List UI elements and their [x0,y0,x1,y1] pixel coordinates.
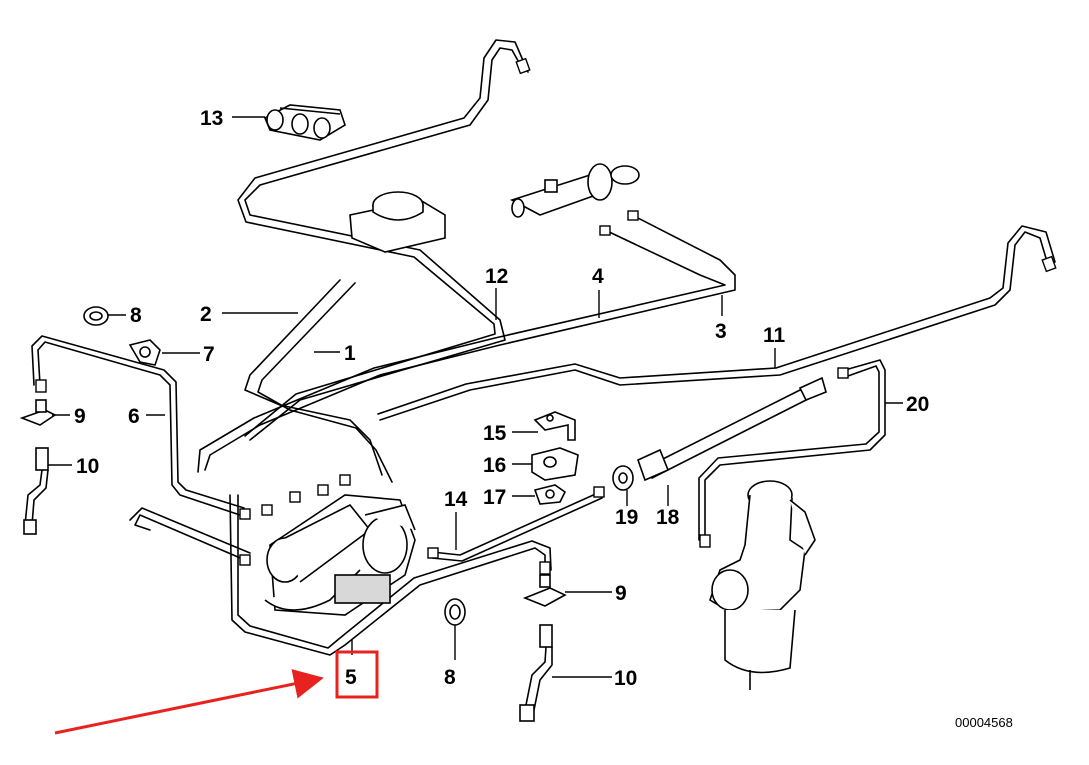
callout-16: 16 [483,454,506,477]
callout-3: 3 [715,320,727,343]
callout-11: 11 [763,324,786,347]
brake-line-11 [379,231,1049,421]
part-7-clip [128,339,161,366]
highlight-arrow [54,669,324,735]
highlight-box [335,650,379,699]
part-17-clip [533,484,567,505]
callout-8-top: 8 [130,304,142,327]
brake-line-14 [431,491,601,556]
callout-14: 14 [444,488,468,511]
callout-19: 19 [615,506,638,529]
callout-4: 4 [592,265,604,288]
brake-line-20 [704,359,886,541]
part-19-grommet [612,465,634,491]
part-10-hose-left [23,447,49,535]
callout-12: 12 [485,265,508,288]
part-9-bracket-left [19,399,57,426]
callouts: 13 2 1 8 7 6 9 10 12 4 3 11 20 15 16 17 … [74,107,929,690]
callout-18: 18 [656,506,680,529]
master-cylinder [509,163,640,218]
callout-17: 17 [483,486,506,509]
brake-fluid-reservoir [349,191,446,253]
right-pump-assembly [709,480,816,690]
part-15-bracket [533,411,576,441]
callout-5: 5 [345,666,357,689]
abs-pump-unit [264,494,416,616]
part-9-bracket-right [522,574,567,607]
callout-15: 15 [483,422,507,445]
part-18-sleeve [637,376,827,482]
brake-line-4 [204,214,736,471]
callout-10-right: 10 [614,667,637,690]
callout-6: 6 [128,405,140,428]
part-10-hose-right [519,624,553,722]
callout-20: 20 [906,393,929,416]
callout-7: 7 [203,343,215,366]
fittings [35,57,1057,575]
leader-lines [48,116,903,678]
part-13-clip [263,104,346,141]
brake-line-5 [229,494,546,656]
part-16-clamp [531,447,579,481]
part-8-grommet-bottom [444,598,466,626]
brake-line-6 [37,341,241,516]
part-8-grommet-top [83,306,109,326]
callout-10-left: 10 [76,455,99,478]
brake-line-2 [244,279,383,476]
document-number: 00004568 [955,715,1013,730]
callout-9-right: 9 [615,582,627,605]
callout-2: 2 [200,303,212,326]
callout-13: 13 [200,107,223,130]
callout-8-bottom: 8 [444,666,456,689]
callout-9-left: 9 [74,405,86,428]
callout-1: 1 [344,342,356,365]
cable-18 [644,384,811,469]
